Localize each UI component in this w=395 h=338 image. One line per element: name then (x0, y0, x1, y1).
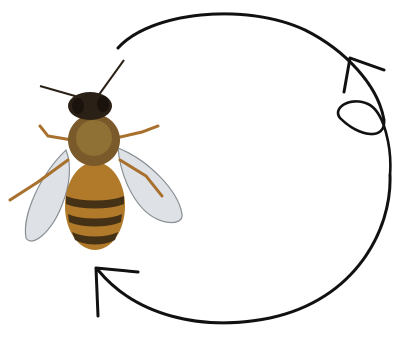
bee-stripes (66, 196, 124, 245)
bee-eye-left (72, 98, 84, 114)
bee-thorax-fuzz (76, 120, 112, 156)
bee-eye-right (97, 96, 109, 112)
